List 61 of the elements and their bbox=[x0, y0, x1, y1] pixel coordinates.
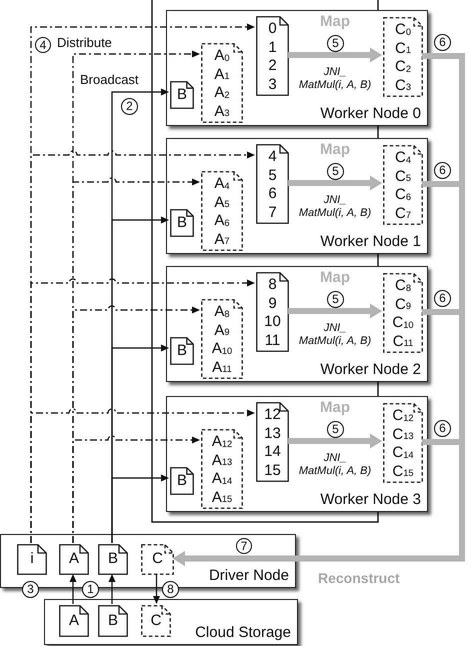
arrow bbox=[288, 434, 382, 448]
step-number: 4 bbox=[35, 37, 51, 53]
step-number: 5 bbox=[327, 291, 344, 308]
edge-label: Map bbox=[319, 269, 351, 286]
node-panel bbox=[44, 599, 298, 645]
node-title: Worker Node 3 bbox=[320, 491, 421, 508]
step-number: 5 bbox=[327, 421, 344, 438]
step-label: Broadcast bbox=[80, 72, 139, 87]
data-file: 8 9 10 11 bbox=[256, 272, 289, 352]
arrow bbox=[288, 48, 382, 62]
data-file: B bbox=[170, 467, 194, 495]
function-call-label: JNI_ MatMul(i, A, B) bbox=[298, 66, 372, 92]
step-number: 5 bbox=[327, 163, 344, 180]
step-label: Distribute bbox=[57, 35, 112, 50]
node-panel bbox=[166, 396, 428, 512]
data-file: A bbox=[59, 544, 89, 575]
function-call-label: JNI_ MatMul(i, A, B) bbox=[298, 452, 372, 478]
arrow bbox=[30, 408, 255, 543]
step-number: 6 bbox=[434, 420, 451, 437]
data-file: B bbox=[170, 209, 194, 237]
step-number: 2 bbox=[121, 98, 138, 115]
step-number: 6 bbox=[434, 34, 451, 51]
step-number: 7 bbox=[236, 538, 252, 554]
process-label: Reconstruct bbox=[318, 570, 400, 586]
step-number: 6 bbox=[434, 162, 451, 179]
arrow bbox=[70, 574, 76, 604]
node-panel bbox=[166, 10, 428, 126]
node-panel bbox=[166, 138, 428, 254]
data-file: 0 1 2 3 bbox=[256, 16, 289, 96]
arrow bbox=[108, 574, 116, 604]
arrow bbox=[288, 176, 382, 190]
arrow bbox=[72, 436, 200, 543]
arrow bbox=[111, 474, 169, 543]
node-title: Worker Node 2 bbox=[320, 361, 421, 378]
arrow bbox=[288, 304, 382, 318]
node-title: Cloud Storage bbox=[195, 624, 291, 641]
node-title: Worker Node 1 bbox=[320, 233, 421, 250]
data-file: i bbox=[17, 544, 47, 575]
data-file: B bbox=[170, 81, 194, 109]
step-number: 8 bbox=[162, 581, 179, 598]
edge-label: Map bbox=[319, 13, 351, 30]
step-number: 3 bbox=[22, 581, 39, 598]
data-file: B bbox=[98, 605, 128, 637]
step-number: 1 bbox=[82, 581, 99, 598]
pending-file: C bbox=[141, 544, 174, 575]
node-title: Worker Node 0 bbox=[320, 105, 421, 122]
function-call-label: JNI_ MatMul(i, A, B) bbox=[298, 322, 372, 348]
data-file: 12 13 14 15 bbox=[256, 402, 289, 482]
node-title: Driver Node bbox=[208, 567, 289, 584]
step-number: 5 bbox=[327, 35, 344, 52]
function-call-label: JNI_ MatMul(i, A, B) bbox=[298, 194, 372, 220]
data-file: B bbox=[170, 337, 194, 365]
data-file: B bbox=[98, 544, 128, 575]
pending-file: C bbox=[141, 605, 171, 637]
arrow bbox=[153, 574, 160, 604]
step-number: 6 bbox=[434, 290, 451, 307]
edge-label: Map bbox=[319, 141, 351, 158]
data-file: A bbox=[59, 605, 89, 637]
node-panel bbox=[166, 266, 428, 382]
data-file: 4 5 6 7 bbox=[256, 144, 289, 224]
edge-label: Map bbox=[319, 399, 351, 416]
